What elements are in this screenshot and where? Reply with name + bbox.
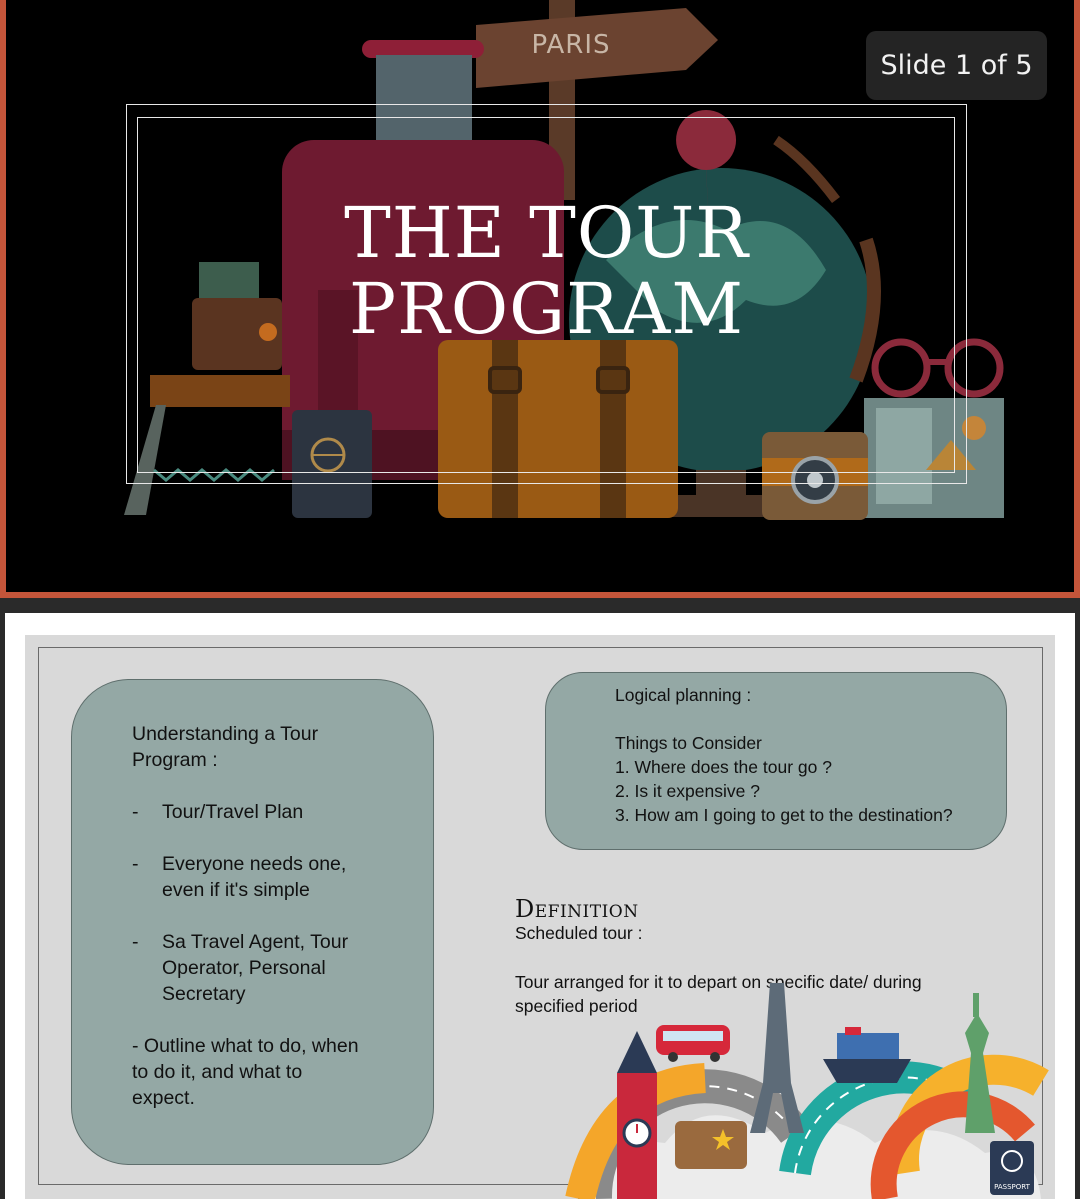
statue-of-liberty-icon — [965, 1013, 995, 1133]
planning-point: 3. How am I going to get to the destinat… — [615, 805, 953, 825]
eiffel-tower-icon — [750, 983, 804, 1133]
content-slide[interactable]: Understanding a Tour Program : - Tour/Tr… — [5, 613, 1075, 1199]
slide-frame — [38, 647, 1043, 1185]
outline-line: expect. — [132, 1087, 195, 1109]
title-slide[interactable]: PARIS THE TOUR PROGRAM Slide 1 of 5 — [0, 0, 1080, 598]
list-item: - Everyone needs one, even if it's simpl… — [132, 853, 347, 901]
slide-title-line2: PROGRAM — [348, 268, 745, 350]
list-item: - Tour/Travel Plan — [132, 801, 304, 823]
definition-body: Tour arranged for it to depart on specif… — [515, 972, 922, 1016]
passport-small-label: PASSPORT — [994, 1183, 1031, 1191]
understanding-heading-line1: Understanding a Tour — [132, 723, 319, 745]
outline-line: - Outline what to do, when — [132, 1035, 359, 1057]
landmarks-illustration: PASSPORT — [565, 983, 1049, 1199]
title-frame-inner — [137, 117, 955, 473]
passport-icon — [292, 410, 372, 518]
logical-planning-box: Logical planning : Things to Consider 1.… — [545, 672, 1007, 850]
planning-point: 1. Where does the tour go ? — [615, 757, 832, 777]
definition-heading: Definition — [515, 895, 639, 923]
slide-counter-badge: Slide 1 of 5 — [866, 31, 1047, 100]
signpost-icon — [476, 8, 718, 88]
list-item: - Sa Travel Agent, Tour Operator, Person… — [132, 931, 349, 1005]
suitcase-small-icon — [675, 1121, 747, 1169]
glasses-icon — [871, 338, 931, 398]
passport-small-icon — [990, 1141, 1034, 1195]
planning-subheading: Things to Consider — [615, 733, 762, 753]
slide-title-line1: THE TOUR — [344, 192, 749, 274]
planning-heading: Logical planning : — [615, 685, 752, 705]
outline-line: to do it, and what to — [132, 1061, 303, 1083]
definition-term: Scheduled tour : — [515, 923, 643, 943]
wallet-icon — [192, 298, 282, 370]
title-frame-outer — [126, 104, 967, 484]
slide-title: THE TOUR PROGRAM — [126, 195, 967, 347]
understanding-heading-line2: Program : — [132, 749, 218, 771]
ship-icon — [837, 1033, 899, 1059]
planning-point: 2. Is it expensive ? — [615, 781, 760, 801]
signpost-label: PARIS — [531, 30, 611, 60]
understanding-box: Understanding a Tour Program : - Tour/Tr… — [71, 679, 434, 1165]
travel-illustration — [124, 0, 1004, 520]
